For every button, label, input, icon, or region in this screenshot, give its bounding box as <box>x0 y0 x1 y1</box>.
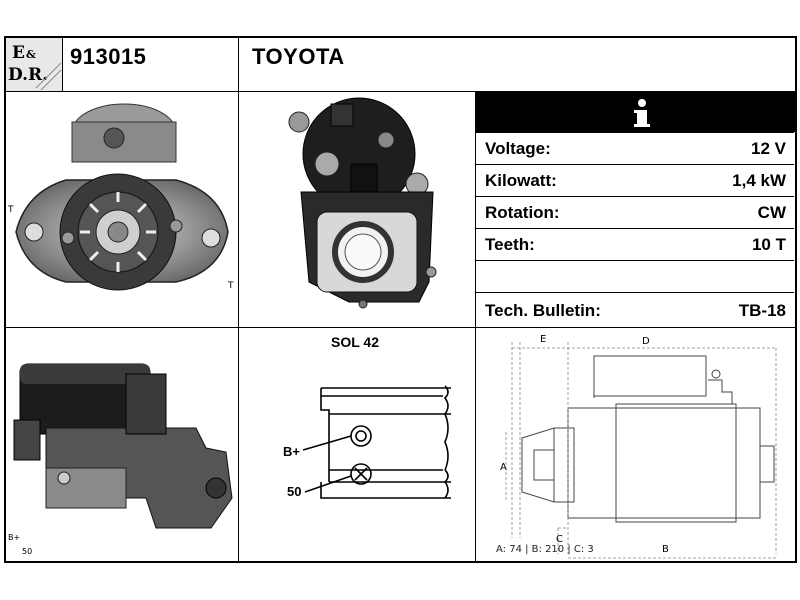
svg-text:&: & <box>26 48 36 61</box>
label-50: 50 <box>22 547 32 556</box>
starter-front-photo: T T <box>6 92 238 327</box>
label-b-plus: B+ <box>8 533 20 542</box>
spec-row-rotation: Rotation: CW <box>475 196 794 228</box>
divider <box>6 327 795 328</box>
spec-value: TB-18 <box>738 301 786 320</box>
spec-row-voltage: Voltage: 12 V <box>475 132 794 164</box>
spec-row-teeth: Teeth: 10 T <box>475 228 794 260</box>
spec-value: 1,4 kW <box>732 171 786 190</box>
divider <box>238 38 239 328</box>
dim-label-c: C <box>556 534 563 545</box>
spec-row-empty <box>475 260 794 292</box>
spec-label: Rotation: <box>485 203 560 222</box>
solenoid-drawing: B+ 50 <box>283 385 451 499</box>
spec-row-kilowatt: Kilowatt: 1,4 kW <box>475 164 794 196</box>
spec-label: Voltage: <box>485 139 551 158</box>
starter-front-illustration: T T <box>7 103 234 291</box>
solenoid-title: SOL 42 <box>331 334 379 350</box>
dimension-illustration: E D A B C <box>500 334 777 559</box>
label-t-right: T <box>227 281 234 291</box>
info-icon <box>475 92 795 132</box>
product-sheet: E & D.R. 913015 TOYOTA Voltage: 12 V Kil… <box>4 36 797 563</box>
spec-value: CW <box>757 203 786 222</box>
svg-text:D.R.: D.R. <box>8 65 48 85</box>
starter-side-photo: B+ 50 <box>6 328 238 563</box>
dim-label-d: D <box>642 336 650 347</box>
label-t-left: T <box>7 205 14 215</box>
terminal-b-label: B+ <box>283 444 300 459</box>
spec-label: Tech. Bulletin: <box>485 301 601 320</box>
divider <box>6 91 795 92</box>
starter-rear-photo <box>239 92 475 327</box>
dimension-drawing: E D A B C A: 74 | B: 210 | C: 3 <box>476 328 795 563</box>
spec-label: Kilowatt: <box>485 171 557 190</box>
solenoid-diagram: SOL 42 B+ 50 <box>239 328 475 563</box>
spec-value: 10 T <box>751 235 786 254</box>
divider <box>62 38 63 92</box>
dim-label-e: E <box>540 334 546 345</box>
info-bar <box>475 92 795 132</box>
starter-side-illustration: B+ 50 <box>8 363 233 556</box>
spec-row-tech-bulletin: Tech. Bulletin: TB-18 <box>475 292 794 328</box>
dim-label-b: B <box>662 544 669 555</box>
spec-label: Teeth: <box>485 235 535 254</box>
manufacturer-name: TOYOTA <box>252 44 345 69</box>
divider <box>238 328 239 563</box>
spec-value: 12 V <box>751 139 786 158</box>
starter-rear-illustration <box>288 97 437 309</box>
dimension-summary: A: 74 | B: 210 | C: 3 <box>496 544 594 555</box>
dim-label-a: A <box>500 462 507 473</box>
brand-logo-graphic: E & D.R. <box>8 43 62 91</box>
terminal-50-label: 50 <box>287 484 301 499</box>
part-number: 913015 <box>70 44 147 69</box>
svg-text:E: E <box>12 43 25 63</box>
brand-logo: E & D.R. <box>6 38 62 91</box>
